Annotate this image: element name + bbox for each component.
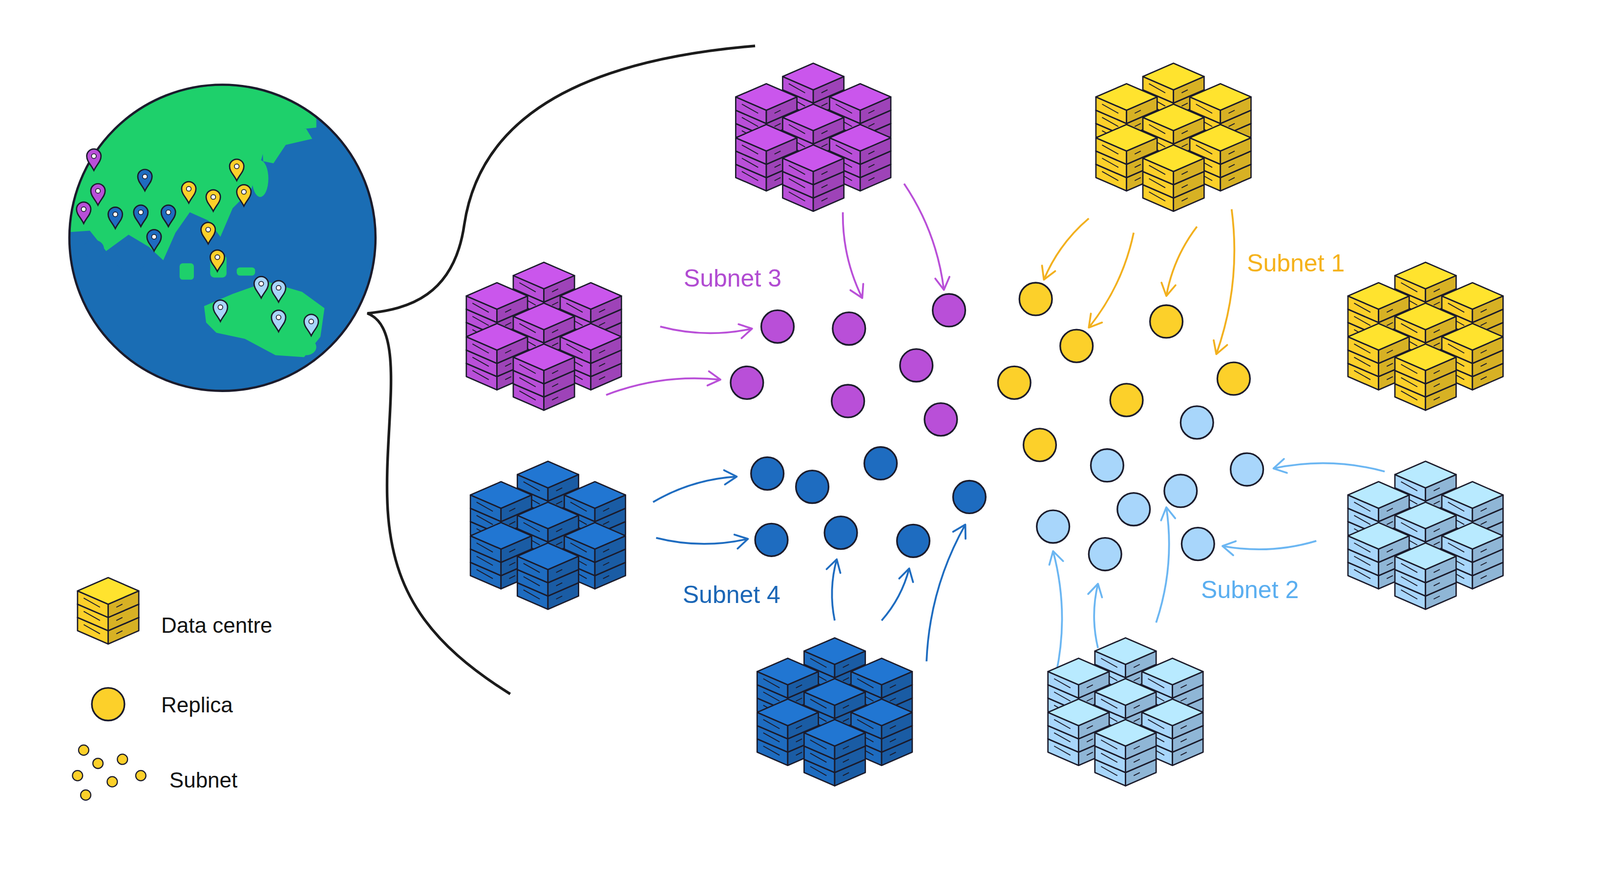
replica bbox=[924, 403, 958, 437]
location-pin bbox=[304, 314, 319, 337]
data-centre bbox=[757, 637, 913, 786]
replica bbox=[832, 312, 866, 346]
replica bbox=[1230, 453, 1264, 486]
allocation-arrow bbox=[926, 524, 966, 662]
replica bbox=[1060, 329, 1094, 363]
replica bbox=[796, 470, 829, 504]
replica bbox=[831, 384, 865, 418]
allocation-arrow bbox=[660, 324, 753, 339]
legend-entry: Data centre bbox=[161, 613, 273, 638]
data-centre bbox=[1347, 461, 1504, 610]
allocation-arrow bbox=[1222, 541, 1317, 556]
allocation-arrow bbox=[842, 212, 864, 299]
allocation-arrow bbox=[1273, 459, 1385, 474]
subnet-label: Subnet 2 bbox=[1200, 575, 1299, 605]
replica bbox=[1150, 305, 1183, 338]
location-pin bbox=[201, 222, 216, 245]
replica bbox=[755, 523, 788, 557]
location-pin bbox=[210, 250, 225, 272]
allocation-arrow bbox=[606, 371, 721, 395]
legend-entry: Replica bbox=[161, 693, 233, 718]
replica bbox=[1164, 474, 1198, 508]
replica bbox=[864, 447, 898, 481]
replica bbox=[1036, 510, 1070, 544]
replica bbox=[932, 294, 966, 327]
legend-entry: Subnet bbox=[169, 768, 238, 793]
subnet-name: Subnet 4 bbox=[682, 581, 781, 609]
allocation-arrow bbox=[881, 568, 913, 621]
replica bbox=[824, 516, 858, 550]
data-centre-icon bbox=[77, 577, 139, 645]
data-centre bbox=[1347, 262, 1504, 411]
allocation-arrow bbox=[904, 183, 950, 290]
replica bbox=[896, 524, 930, 558]
location-pin bbox=[229, 159, 244, 181]
data-centre bbox=[470, 461, 626, 610]
location-pin bbox=[107, 207, 123, 229]
location-pin bbox=[271, 280, 286, 303]
location-pin bbox=[76, 202, 91, 224]
location-pin bbox=[236, 184, 252, 207]
subnet-label: Subnet 1 bbox=[1246, 249, 1345, 278]
replica bbox=[1019, 282, 1053, 316]
replica bbox=[997, 366, 1031, 400]
allocation-arrow bbox=[652, 470, 737, 503]
allocation-arrow bbox=[1213, 209, 1235, 355]
subnet-label: Subnet 4 bbox=[682, 580, 781, 610]
legend-swatch bbox=[91, 688, 125, 721]
location-pin bbox=[90, 183, 106, 206]
subnet-name: Subnet 3 bbox=[683, 264, 782, 293]
replica bbox=[952, 481, 986, 514]
location-pin bbox=[161, 205, 176, 227]
allocation-arrow bbox=[655, 534, 748, 549]
data-centre bbox=[466, 262, 622, 411]
location-pin bbox=[147, 229, 162, 252]
allocation-arrow bbox=[1049, 551, 1063, 674]
replica bbox=[1117, 493, 1151, 527]
replica bbox=[1180, 406, 1214, 440]
replica bbox=[1217, 362, 1251, 396]
data-centre bbox=[1095, 63, 1252, 212]
location-pin bbox=[271, 310, 286, 332]
replica bbox=[1110, 383, 1143, 417]
replica bbox=[1023, 428, 1057, 462]
subnet-name: Subnet 1 bbox=[1246, 249, 1345, 277]
legend-label: Subnet bbox=[169, 768, 238, 793]
allocation-arrow bbox=[1088, 584, 1102, 649]
replica bbox=[761, 310, 795, 343]
data-centre bbox=[1048, 637, 1204, 786]
globe bbox=[61, 81, 376, 391]
location-pin bbox=[213, 300, 228, 322]
replica bbox=[1090, 449, 1124, 483]
allocation-arrow bbox=[1156, 507, 1176, 623]
subnet-icon bbox=[72, 745, 146, 801]
allocation-arrow bbox=[1161, 226, 1198, 296]
land bbox=[61, 81, 325, 358]
legend-label: Replica bbox=[161, 693, 233, 717]
replica bbox=[751, 457, 784, 490]
replica bbox=[1181, 527, 1215, 561]
subnet-name: Subnet 2 bbox=[1200, 576, 1299, 604]
location-pin bbox=[137, 169, 152, 191]
allocation-arrow bbox=[826, 559, 841, 621]
replica bbox=[1088, 538, 1122, 571]
location-pin bbox=[133, 205, 148, 227]
allocation-arrow bbox=[1042, 218, 1090, 280]
replica bbox=[900, 349, 933, 382]
location-pin bbox=[206, 189, 221, 212]
subnet-label: Subnet 3 bbox=[683, 264, 782, 293]
data-centre bbox=[735, 63, 891, 212]
location-pin bbox=[253, 276, 269, 298]
location-pin bbox=[181, 181, 196, 204]
location-pin bbox=[86, 148, 102, 171]
allocation-arrow bbox=[1088, 232, 1134, 328]
legend-label: Data centre bbox=[161, 613, 273, 638]
replica bbox=[730, 366, 764, 400]
